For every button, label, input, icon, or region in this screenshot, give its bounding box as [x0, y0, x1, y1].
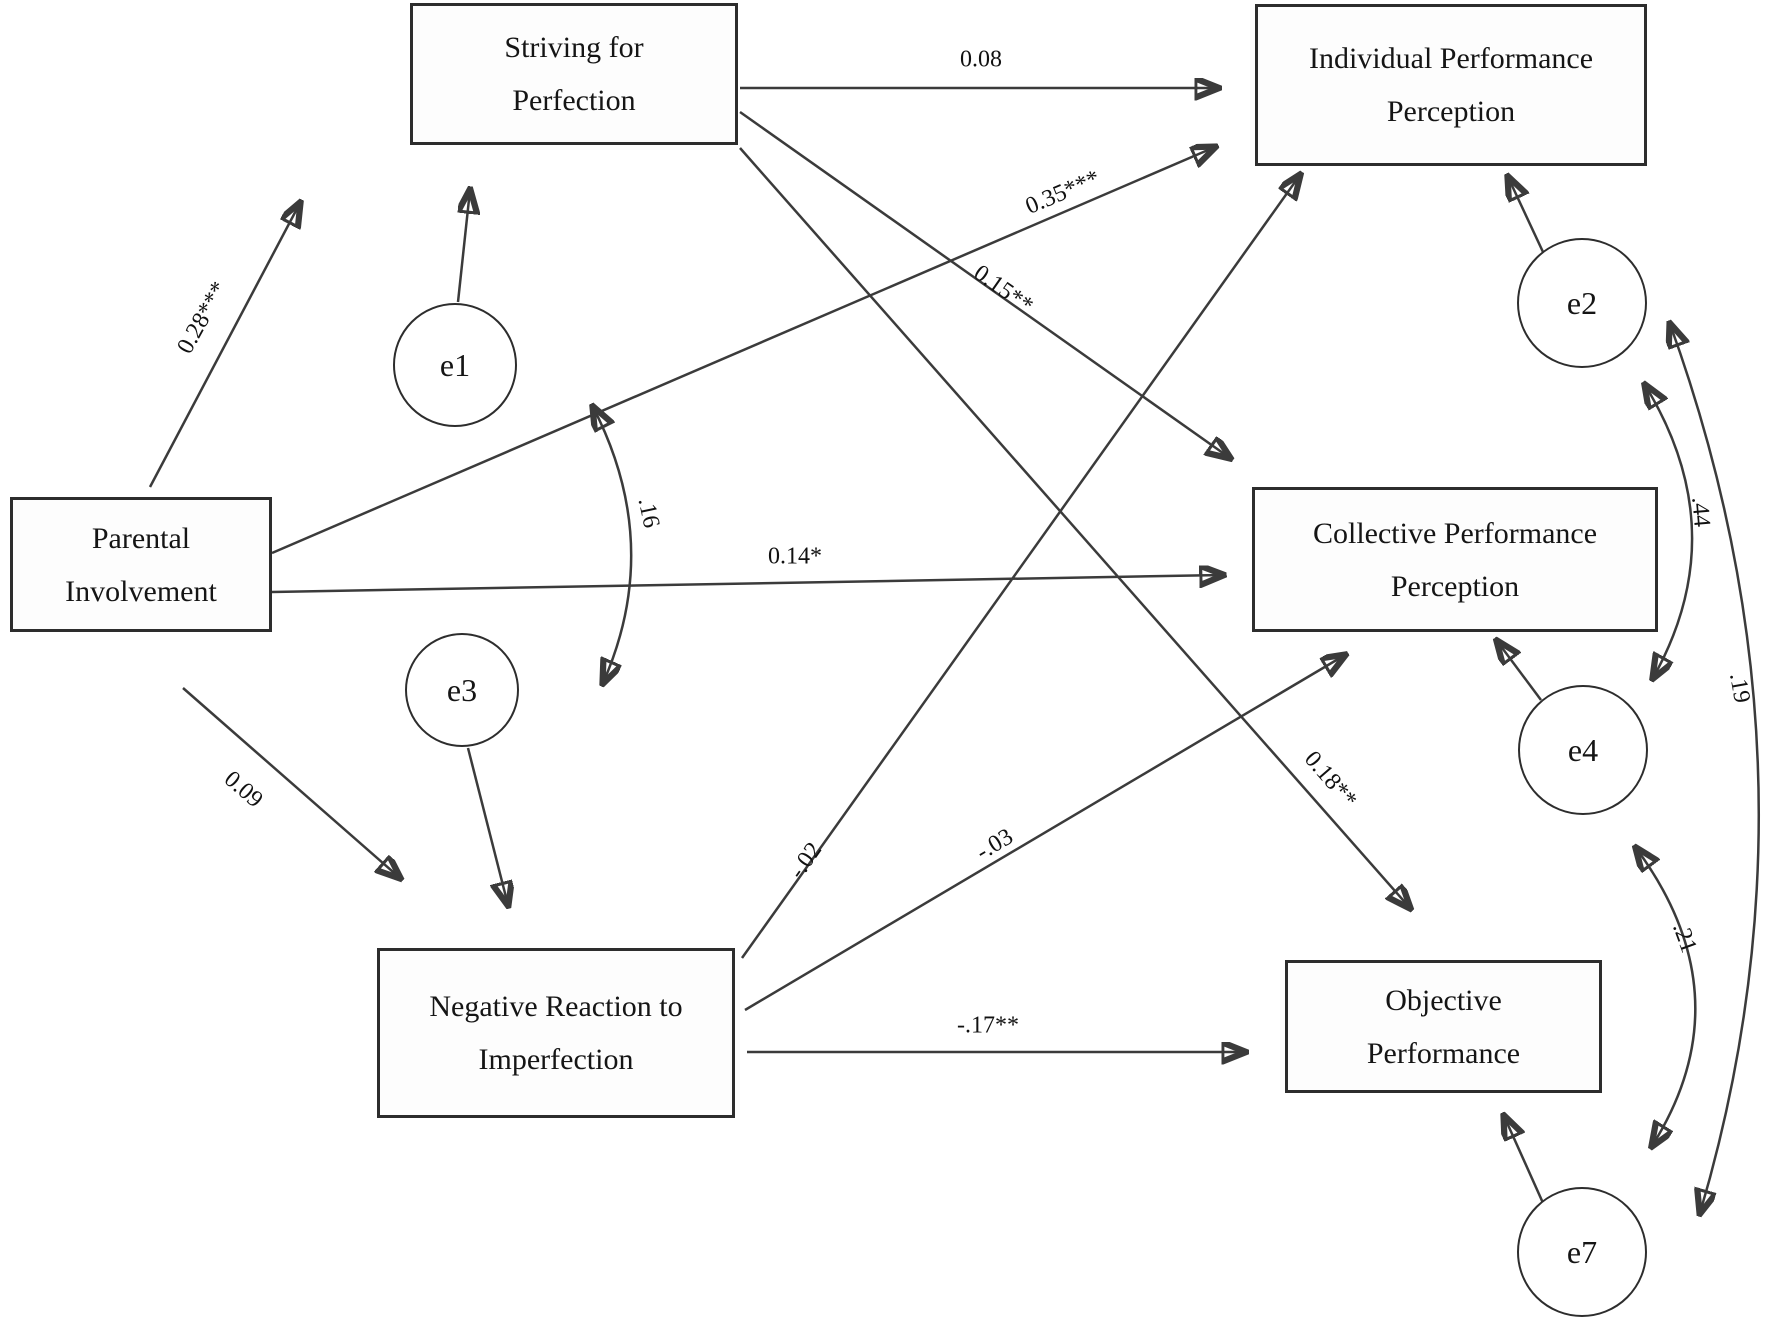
node-label: Collective Performance — [1312, 516, 1598, 550]
error-term-label: e3 — [446, 671, 478, 708]
node-label: Striving for — [504, 31, 644, 64]
error-term-e7: e7 — [1517, 1187, 1647, 1317]
error-term-label: e4 — [1567, 731, 1599, 768]
error-term-e4: e4 — [1518, 685, 1648, 815]
arrow-striving-to-objective — [739, 147, 1410, 908]
arrow-striving-to-collective — [739, 110, 1230, 458]
arrow-e4-to-collective — [1497, 641, 1543, 701]
error-term-e3: e3 — [405, 633, 519, 747]
node-striving-for-perfection: Striving for Perfection — [410, 3, 738, 145]
node-label: Negative Reaction to — [429, 990, 683, 1023]
arrow-negative-to-collective — [744, 655, 1345, 1012]
node-negative-reaction-to-imperfection: Negative Reaction to Imperfection — [377, 948, 735, 1118]
arrow-e3-to-negative — [466, 747, 508, 905]
arrow-e1-to-striving — [456, 190, 470, 303]
covariance-arc-e1-e3 — [593, 407, 633, 683]
node-label: Involvement — [65, 574, 217, 608]
error-term-label: e2 — [1566, 284, 1598, 321]
error-term-label: e7 — [1566, 1233, 1598, 1270]
node-label: Individual Performance — [1308, 42, 1594, 75]
arrow-parental-to-negative — [182, 687, 400, 878]
coefficient-striving-individual: 0.08 — [960, 46, 1002, 73]
node-label: Perception — [1390, 569, 1520, 603]
covariance-arc-e4-e7 — [1636, 848, 1697, 1146]
coefficient-negative-objective: -.17** — [957, 1012, 1019, 1039]
node-parental-involvement: Parental Involvement — [10, 497, 272, 632]
arrow-parental-to-collective — [271, 575, 1223, 594]
node-individual-performance-perception: Individual Performance Perception — [1255, 4, 1647, 166]
covariance-arc-e2-e7 — [1670, 324, 1761, 1213]
node-label: Perception — [1386, 95, 1516, 128]
arrow-negative-to-individual — [740, 175, 1300, 959]
node-label: Objective — [1385, 983, 1502, 1017]
error-term-e2: e2 — [1517, 238, 1647, 368]
node-label: Perfection — [512, 84, 636, 117]
arrow-e7-to-objective — [1504, 1116, 1545, 1204]
node-label: Imperfection — [478, 1043, 634, 1076]
node-label: Parental — [91, 521, 191, 555]
coefficient-parental-collective: 0.14* — [768, 543, 822, 570]
covariance-e2-e7: .19 — [1724, 670, 1755, 705]
covariance-e2-e4: .44 — [1686, 495, 1715, 529]
arrow-e2-to-individual — [1508, 177, 1545, 253]
arrow-parental-to-individual — [271, 147, 1215, 555]
error-term-e1: e1 — [393, 303, 517, 427]
error-term-label: e1 — [439, 346, 471, 383]
arrow-parental-to-striving — [148, 203, 300, 488]
node-label: Performance — [1366, 1036, 1521, 1070]
node-objective-performance: Objective Performance — [1285, 960, 1602, 1093]
node-collective-performance-perception: Collective Performance Perception — [1252, 487, 1658, 632]
